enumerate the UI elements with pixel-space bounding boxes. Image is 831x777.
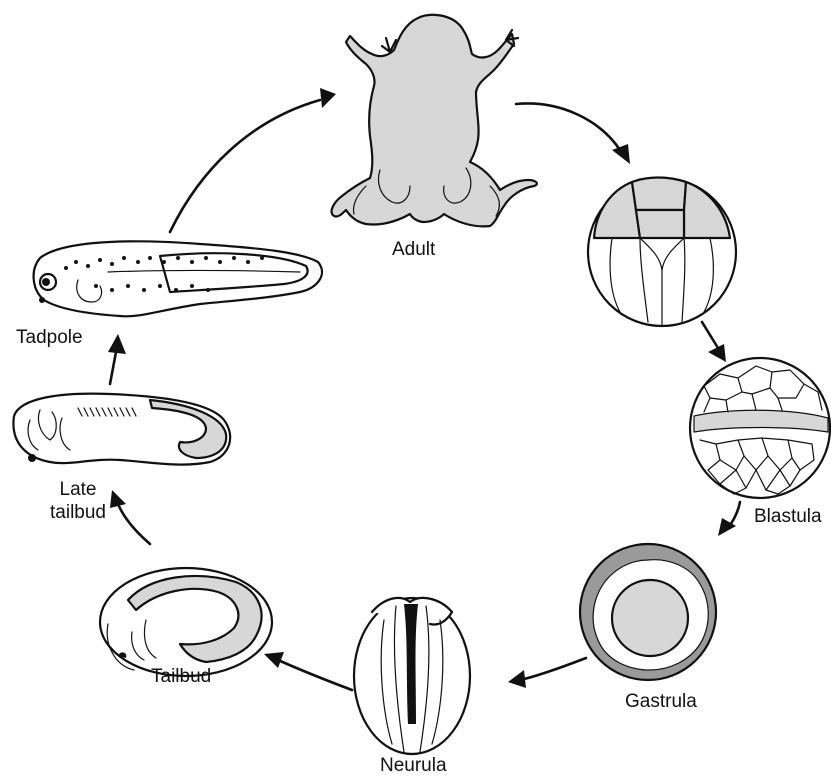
tailbud-illustration: [100, 568, 272, 676]
cleavage-embryo-illustration: [588, 178, 736, 327]
stage-label-blastula: Blastula: [754, 505, 822, 528]
neurula-illustration: [354, 598, 470, 754]
stage-label-tadpole: Tadpole: [16, 326, 83, 349]
stage-label-late-tailbud-line2: tailbud: [38, 501, 118, 524]
gastrula-illustration: [580, 544, 716, 680]
stage-label-tailbud: Tailbud: [151, 665, 211, 688]
late-tailbud-illustration: [13, 394, 230, 465]
blastula-illustration: [690, 358, 830, 498]
adult-frog-illustration: [332, 15, 537, 227]
stage-label-late-tailbud: Late tailbud: [38, 478, 118, 524]
stage-label-gastrula: Gastrula: [625, 690, 697, 713]
tadpole-illustration: [34, 241, 322, 316]
stage-label-neurula: Neurula: [380, 754, 447, 777]
stage-label-adult: Adult: [392, 238, 435, 261]
stage-label-late-tailbud-line1: Late: [38, 478, 118, 501]
